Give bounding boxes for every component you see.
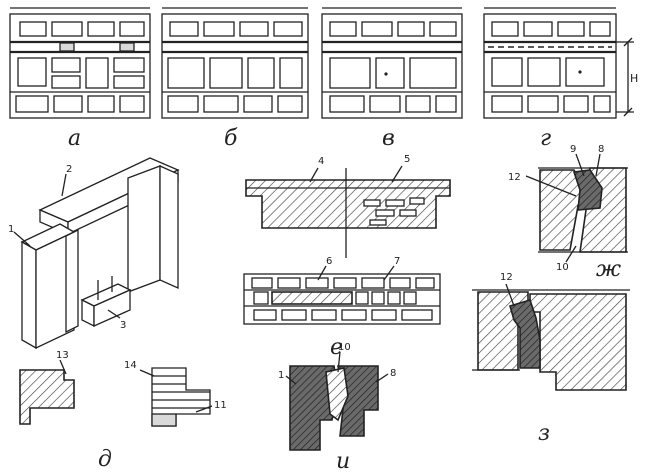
panel-v-caption: в bbox=[382, 126, 395, 151]
label-6: 6 bbox=[326, 256, 332, 267]
label-2: 2 bbox=[66, 164, 72, 175]
layered-block-section bbox=[151, 367, 211, 427]
panel-g-dimension-label: Н bbox=[630, 72, 638, 85]
panel-e-lintel-sections: 4 5 6 7 е bbox=[243, 154, 451, 360]
label-9: 9 bbox=[570, 144, 576, 155]
panel-i-block-joint: 1 10 8 и bbox=[278, 342, 396, 472]
panel-z-caption: з bbox=[538, 421, 550, 446]
label-1-i: 1 bbox=[278, 370, 284, 381]
panel-a-wall-elevation: а bbox=[9, 7, 151, 151]
panel-zh-caption: ж bbox=[596, 257, 621, 282]
label-7: 7 bbox=[394, 256, 400, 267]
voids-pattern bbox=[363, 197, 425, 226]
label-3: 3 bbox=[120, 320, 126, 331]
label-11: 11 bbox=[214, 400, 227, 411]
panel-d-block-isometric: 1 2 3 13 14 11 д bbox=[8, 157, 227, 472]
label-13: 13 bbox=[56, 350, 69, 361]
panel-g-wall-elevation: Н г bbox=[483, 7, 638, 151]
label-10: 10 bbox=[556, 262, 569, 273]
panel-z-corner-section: 12 з bbox=[472, 272, 630, 446]
label-8: 8 bbox=[598, 144, 604, 155]
panel-b-caption: б bbox=[224, 126, 238, 151]
label-5: 5 bbox=[404, 154, 410, 165]
label-10-i: 10 bbox=[338, 342, 351, 353]
label-8-i: 8 bbox=[390, 368, 396, 379]
panel-v-wall-elevation: в bbox=[321, 7, 463, 151]
panel-zh-joint-section: 9 8 12 10 ж bbox=[508, 144, 628, 282]
label-12-z: 12 bbox=[500, 272, 513, 283]
label-12: 12 bbox=[508, 172, 521, 183]
label-4: 4 bbox=[318, 156, 324, 167]
panel-d-caption: д bbox=[98, 447, 112, 472]
panel-g-caption: г bbox=[540, 126, 551, 151]
label-1: 1 bbox=[8, 224, 14, 235]
label-14: 14 bbox=[124, 360, 137, 371]
panel-b-wall-elevation: б bbox=[161, 7, 309, 151]
panel-a-caption: а bbox=[68, 126, 81, 151]
panel-i-caption: и bbox=[336, 449, 350, 472]
